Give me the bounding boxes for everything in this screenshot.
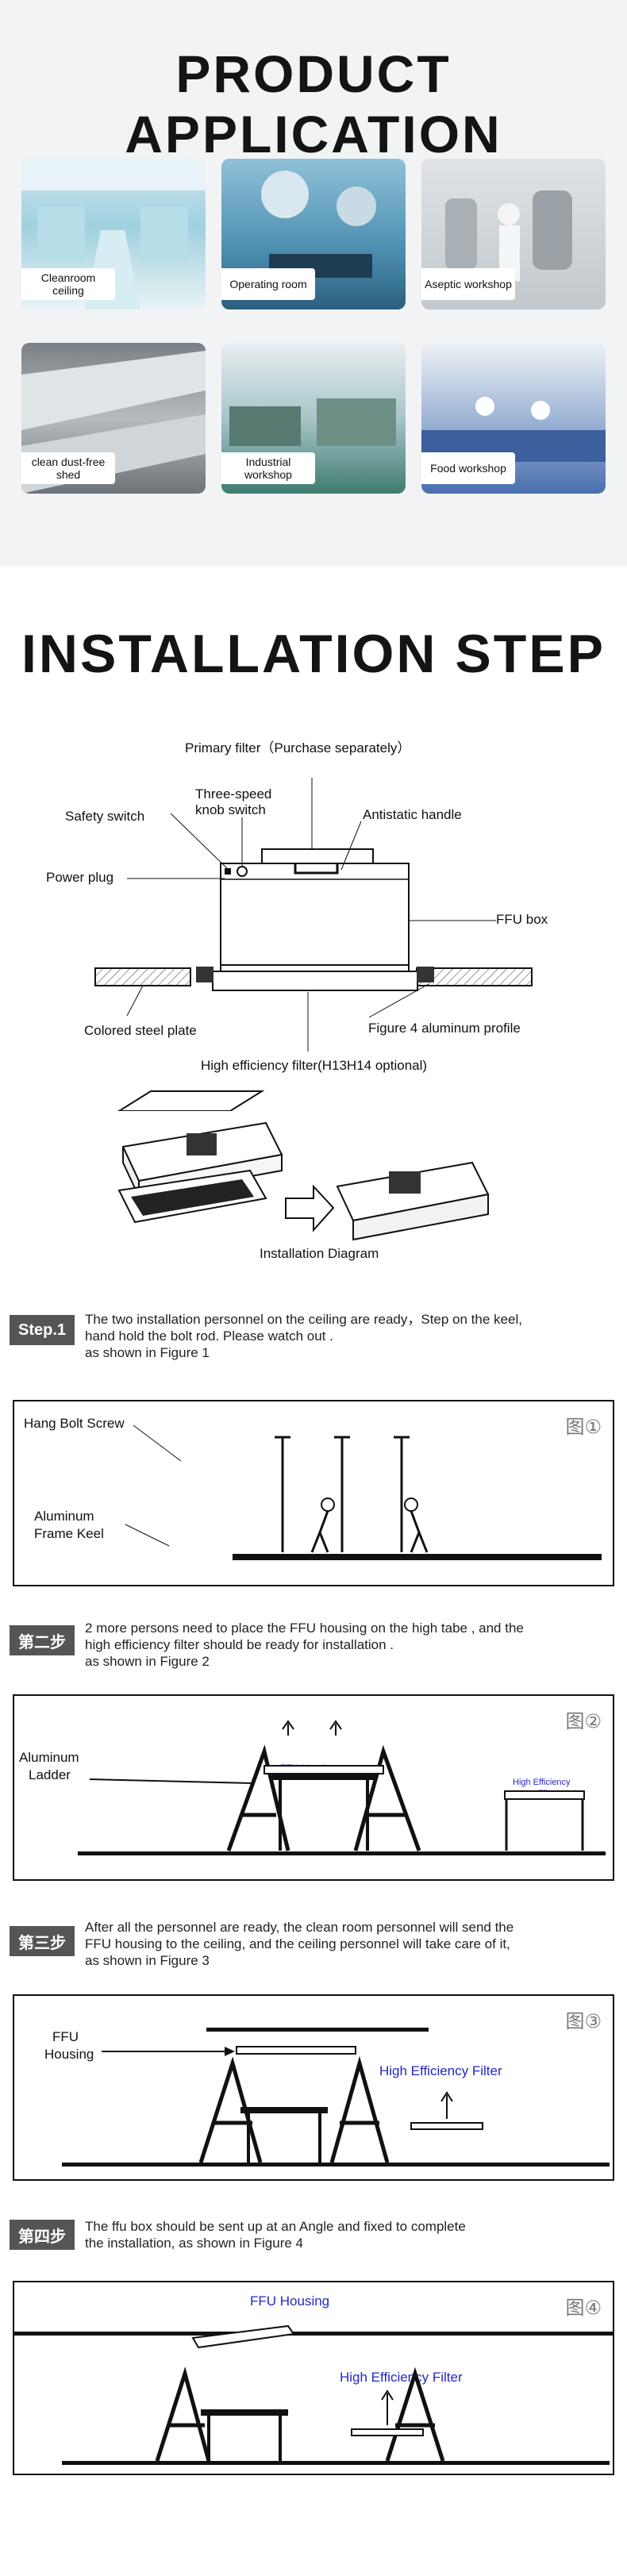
figure-number: 图①: [565, 1417, 602, 1438]
tile-label: Aseptic workshop: [421, 268, 515, 300]
label-housing: Housing: [44, 2047, 94, 2062]
label-hepa-line1: High Efficiency: [513, 1778, 571, 1787]
ffu-diagram-drawing: [94, 778, 533, 1120]
figure-3-drawing: [62, 2028, 610, 2167]
step-text-line: as shown in Figure 2: [85, 1654, 210, 1669]
tile-industrial-workshop: Industrial workshop: [221, 343, 406, 494]
label-ladder: Ladder: [29, 1767, 71, 1782]
label-power-plug: Power plug: [46, 870, 114, 885]
label-aluminum-profile: Figure 4 aluminum profile: [368, 1021, 521, 1036]
installation-sketch: Installation Diagram: [0, 1111, 627, 1270]
step-text-line: After all the personnel are ready, the c…: [85, 1920, 514, 1935]
installation-title: INSTALLATION STEP: [21, 624, 606, 684]
step-text-line: The ffu box should be sent up at an Angl…: [85, 2219, 466, 2234]
tile-label: Cleanroom ceiling: [21, 268, 115, 300]
step-text-line: the installation, as shown in Figure 4: [85, 2236, 303, 2251]
step-4-badge: 第四步: [10, 2220, 75, 2250]
tile-label: clean dust-free shed: [21, 452, 115, 484]
step-text-line: as shown in Figure 3: [85, 1953, 210, 1968]
tile-aseptic-workshop: Aseptic workshop: [421, 159, 606, 310]
label-ffu-housing: FFU Housing: [250, 2293, 330, 2309]
figure-number: 图④: [565, 2297, 602, 2319]
figure-4: 图④ FFU Housing High Efficiency Filter: [13, 2281, 614, 2475]
tile-label: Food workshop: [421, 452, 515, 484]
step-text-line: hand hold the bolt rod. Please watch out…: [85, 1328, 333, 1344]
step-2-badge: 第二步: [10, 1625, 75, 1655]
tile-food-workshop: Food workshop: [421, 343, 606, 494]
figure-2-drawing: [78, 1720, 606, 1855]
label-safety-switch: Safety switch: [65, 809, 145, 824]
step-2-text: 2 more persons need to place the FFU hou…: [85, 1620, 601, 1670]
label-primary-filter: Primary filter（Purchase separately）: [185, 740, 411, 755]
figure-3: 图③ FFU Housing High Efficiency Filter: [13, 1994, 614, 2181]
tile-label: Industrial workshop: [221, 452, 315, 484]
label-hang-bolt: Hang Bolt Screw: [24, 1416, 125, 1431]
step-text-line: 2 more persons need to place the FFU hou…: [85, 1621, 524, 1636]
step-1-text: The two installation personnel on the ce…: [85, 1311, 601, 1361]
step-text-line: high efficiency filter should be ready f…: [85, 1637, 394, 1652]
step-4-text: The ffu box should be sent up at an Angl…: [85, 2218, 601, 2251]
label-ffu: FFU: [52, 2029, 79, 2044]
step-text-line: as shown in Figure 1: [85, 1345, 210, 1360]
step-1-badge: Step.1: [10, 1315, 75, 1345]
figure-1-drawing: [125, 1424, 602, 1560]
application-title: PRODUCT APPLICATION: [125, 44, 502, 163]
figure-number: 图②: [565, 1711, 602, 1732]
label-colored-steel: Colored steel plate: [84, 1023, 197, 1038]
ffu-diagram: Primary filter（Purchase separately） Thre…: [0, 730, 627, 1120]
step-text-line: The two installation personnel on the ce…: [85, 1312, 522, 1327]
step-text-line: FFU housing to the ceiling, and the ceil…: [85, 1936, 510, 1951]
label-antistatic-handle: Antistatic handle: [363, 807, 462, 822]
label-ffu-box: FFU box: [496, 912, 548, 927]
label-aluminum: Aluminum: [34, 1509, 94, 1524]
tile-dust-free-shed: clean dust-free shed: [21, 343, 206, 494]
figure-2: 图② Aluminum Ladder FFU Housing High Effi…: [13, 1694, 614, 1881]
tile-operating-room: Operating room: [221, 159, 406, 310]
figure-4-drawing: [14, 2324, 613, 2465]
label-three-speed: Three-speed: [195, 786, 272, 802]
tile-cleanroom-ceiling: Cleanroom ceiling: [21, 159, 206, 310]
installation-caption: Installation Diagram: [260, 1246, 379, 1261]
label-knob-switch: knob switch: [195, 802, 266, 817]
tile-label: Operating room: [221, 268, 315, 300]
step-3-text: After all the personnel are ready, the c…: [85, 1919, 601, 1969]
label-hepa: High efficiency filter(H13H14 optional): [201, 1058, 428, 1073]
product-application-section: PRODUCT APPLICATION Cleanroom ceiling Op…: [0, 0, 627, 566]
step-3-badge: 第三步: [10, 1926, 75, 1956]
label-aluminum: Aluminum: [19, 1750, 79, 1765]
label-frame-keel: Frame Keel: [34, 1526, 104, 1541]
label-hepa: High Efficiency Filter: [340, 2370, 463, 2385]
label-hepa: High Efficiency Filter: [379, 2063, 502, 2078]
figure-1: 图① Hang Bolt Screw Aluminum Frame Keel: [13, 1400, 614, 1586]
figure-number: 图③: [565, 2011, 602, 2032]
